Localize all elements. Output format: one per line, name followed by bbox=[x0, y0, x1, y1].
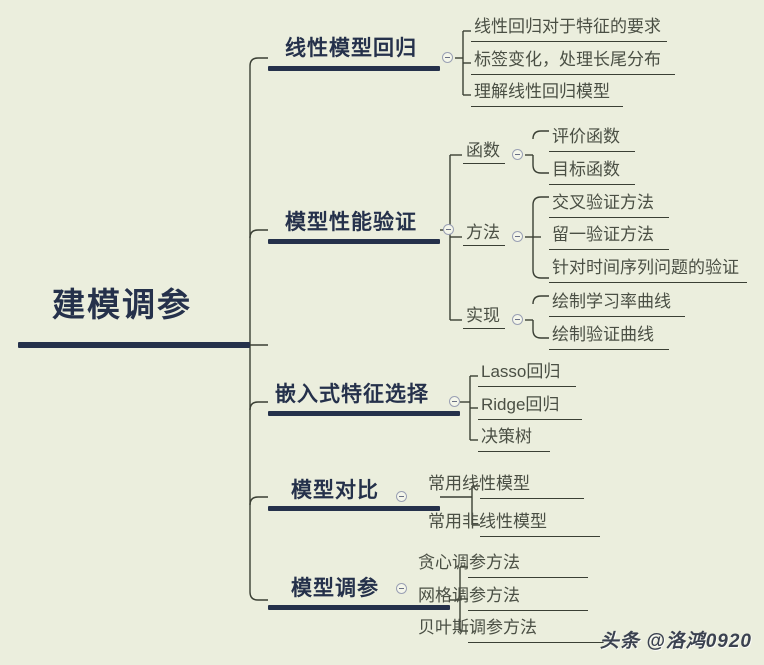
toggle-model-validation[interactable] bbox=[443, 224, 454, 235]
leaf-label[interactable]: 决策树 bbox=[481, 427, 532, 446]
toggle-embedded-feature-selection[interactable] bbox=[449, 396, 460, 407]
leaf-underline bbox=[549, 249, 669, 250]
leaf-label[interactable]: 贝叶斯调参方法 bbox=[418, 618, 537, 637]
leaf-label[interactable]: Lasso回归 bbox=[481, 362, 561, 381]
group-underline-methods bbox=[463, 245, 505, 246]
group-label-methods[interactable]: 方法 bbox=[466, 223, 500, 242]
toggle-methods[interactable] bbox=[512, 231, 523, 242]
leaf-label[interactable]: 网格调参方法 bbox=[418, 586, 520, 605]
leaf-underline bbox=[471, 106, 623, 107]
leaf-label[interactable]: 针对时间序列问题的验证 bbox=[552, 258, 739, 277]
leaf-underline bbox=[480, 498, 584, 499]
group-underline-implementation bbox=[463, 328, 505, 329]
leaf-label[interactable]: 交叉验证方法 bbox=[552, 193, 654, 212]
leaf-underline bbox=[468, 577, 588, 578]
leaf-underline bbox=[471, 74, 675, 75]
leaf-underline bbox=[478, 419, 582, 420]
group-underline-functions bbox=[463, 163, 505, 164]
leaf-underline bbox=[478, 386, 576, 387]
branch-underline-embedded-feature-selection bbox=[268, 411, 460, 416]
toggle-linear-regression[interactable] bbox=[442, 52, 453, 63]
leaf-label[interactable]: 目标函数 bbox=[552, 160, 620, 179]
leaf-underline bbox=[549, 282, 747, 283]
toggle-functions[interactable] bbox=[512, 149, 523, 160]
branch-label-hyperparameter-tuning[interactable]: 模型调参 bbox=[291, 577, 379, 600]
leaf-label[interactable]: 理解线性回归模型 bbox=[474, 82, 610, 101]
group-label-implementation[interactable]: 实现 bbox=[466, 306, 500, 325]
toggle-hyperparameter-tuning[interactable] bbox=[396, 583, 407, 594]
leaf-underline bbox=[549, 151, 635, 152]
branch-label-embedded-feature-selection[interactable]: 嵌入式特征选择 bbox=[275, 383, 429, 406]
leaf-underline bbox=[549, 217, 669, 218]
leaf-label[interactable]: 绘制验证曲线 bbox=[552, 325, 654, 344]
leaf-label[interactable]: Ridge回归 bbox=[481, 395, 560, 414]
branch-underline-linear-regression bbox=[268, 66, 440, 71]
leaf-label[interactable]: 常用非线性模型 bbox=[428, 512, 547, 531]
leaf-label[interactable]: 绘制学习率曲线 bbox=[552, 292, 671, 311]
leaf-label[interactable]: 标签变化，处理长尾分布 bbox=[474, 50, 661, 69]
branch-underline-hyperparameter-tuning bbox=[268, 605, 450, 610]
toggle-model-comparison[interactable] bbox=[396, 491, 407, 502]
leaf-underline bbox=[549, 349, 669, 350]
leaf-underline bbox=[478, 451, 550, 452]
branch-underline-model-comparison bbox=[268, 506, 440, 511]
toggle-implementation[interactable] bbox=[512, 314, 523, 325]
watermark: 头条 @洛鸿0920 bbox=[599, 631, 752, 652]
leaf-label[interactable]: 留一验证方法 bbox=[552, 225, 654, 244]
branch-label-model-validation[interactable]: 模型性能验证 bbox=[285, 211, 417, 234]
leaf-label[interactable]: 常用线性模型 bbox=[428, 474, 530, 493]
leaf-label[interactable]: 评价函数 bbox=[552, 127, 620, 146]
leaf-underline bbox=[480, 536, 600, 537]
group-label-functions[interactable]: 函数 bbox=[466, 141, 500, 160]
branch-label-linear-regression[interactable]: 线性模型回归 bbox=[285, 37, 417, 60]
leaf-label[interactable]: 贪心调参方法 bbox=[418, 553, 520, 572]
root-node-label[interactable]: 建模调参 bbox=[52, 286, 192, 323]
branch-underline-model-validation bbox=[268, 239, 440, 244]
leaf-underline bbox=[549, 316, 685, 317]
leaf-underline bbox=[471, 41, 667, 42]
leaf-underline bbox=[468, 642, 604, 643]
leaf-underline bbox=[549, 184, 635, 185]
leaf-label[interactable]: 线性回归对于特征的要求 bbox=[474, 17, 661, 36]
branch-label-model-comparison[interactable]: 模型对比 bbox=[291, 479, 379, 502]
leaf-underline bbox=[468, 610, 588, 611]
root-node-underline bbox=[18, 342, 250, 348]
